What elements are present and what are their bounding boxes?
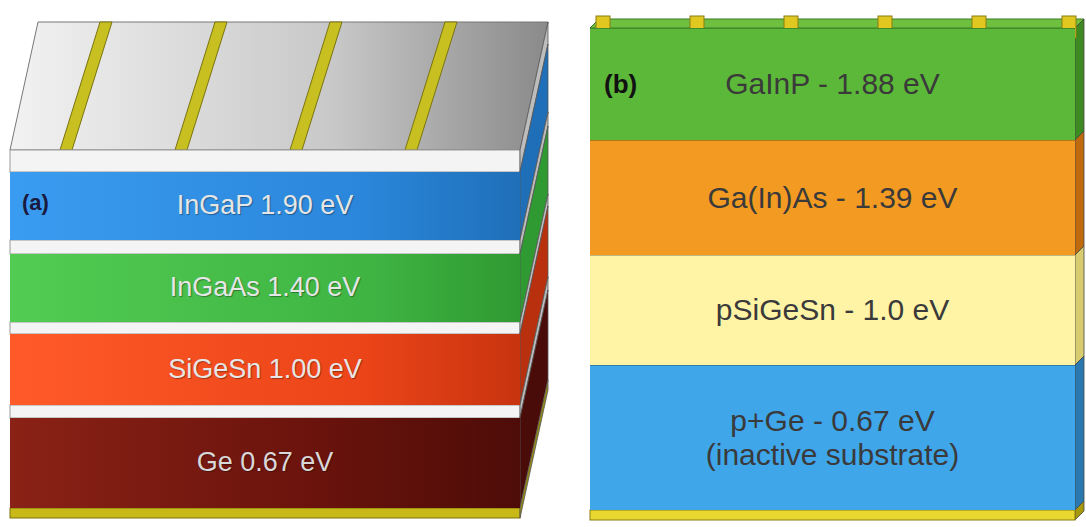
- back-contact: [590, 510, 1075, 520]
- side-band: [1075, 246, 1084, 365]
- contact-finger: [290, 22, 342, 150]
- contact-finger: [405, 22, 457, 150]
- panel-label: (b): [604, 69, 637, 100]
- contact-finger: [175, 22, 227, 150]
- layer-band: p+Ge - 0.67 eV (inactive substrate): [590, 365, 1075, 510]
- layer-label: InGaAs 1.40 eV: [170, 272, 361, 303]
- layer-label: p+Ge - 0.67 eV (inactive substrate): [683, 404, 983, 473]
- contact-fingers: [60, 22, 457, 150]
- layer-band: pSiGeSn - 1.0 eV: [590, 255, 1075, 365]
- tunnel-junction: [10, 405, 520, 418]
- side-face: [520, 22, 548, 518]
- layer-band: Ga(In)As - 1.39 eV: [590, 140, 1075, 255]
- top-face: [10, 22, 548, 150]
- layer-label: SiGeSn 1.00 eV: [168, 354, 362, 385]
- layer-label: pSiGeSn - 1.0 eV: [716, 293, 949, 328]
- back-contact: [10, 508, 520, 518]
- layer-label: Ga(In)As - 1.39 eV: [707, 181, 957, 216]
- layer-label: Ge 0.67 eV: [197, 447, 334, 478]
- tunnel-junction: [10, 322, 520, 334]
- top-face: [590, 19, 1084, 28]
- layer-band: GaInP - 1.88 eV: [590, 28, 1075, 140]
- layer-band: InGaAs 1.40 eV: [10, 254, 520, 322]
- side-band: [1075, 356, 1084, 510]
- layer-band: InGaP 1.90 eV: [10, 172, 520, 240]
- layer-label: InGaP 1.90 eV: [177, 190, 354, 221]
- tunnel-junction: [10, 240, 520, 254]
- layer-band: Ge 0.67 eV: [10, 418, 520, 508]
- contact-finger: [60, 22, 112, 150]
- layer-label: GaInP - 1.88 eV: [725, 67, 940, 102]
- side-band: [1075, 131, 1084, 255]
- window-layer: [10, 150, 520, 172]
- panel-label: (a): [22, 190, 49, 216]
- side-band: [1075, 501, 1084, 520]
- side-face: [1075, 19, 1084, 520]
- side-band: [520, 380, 548, 518]
- layer-band: SiGeSn 1.00 eV: [10, 334, 520, 405]
